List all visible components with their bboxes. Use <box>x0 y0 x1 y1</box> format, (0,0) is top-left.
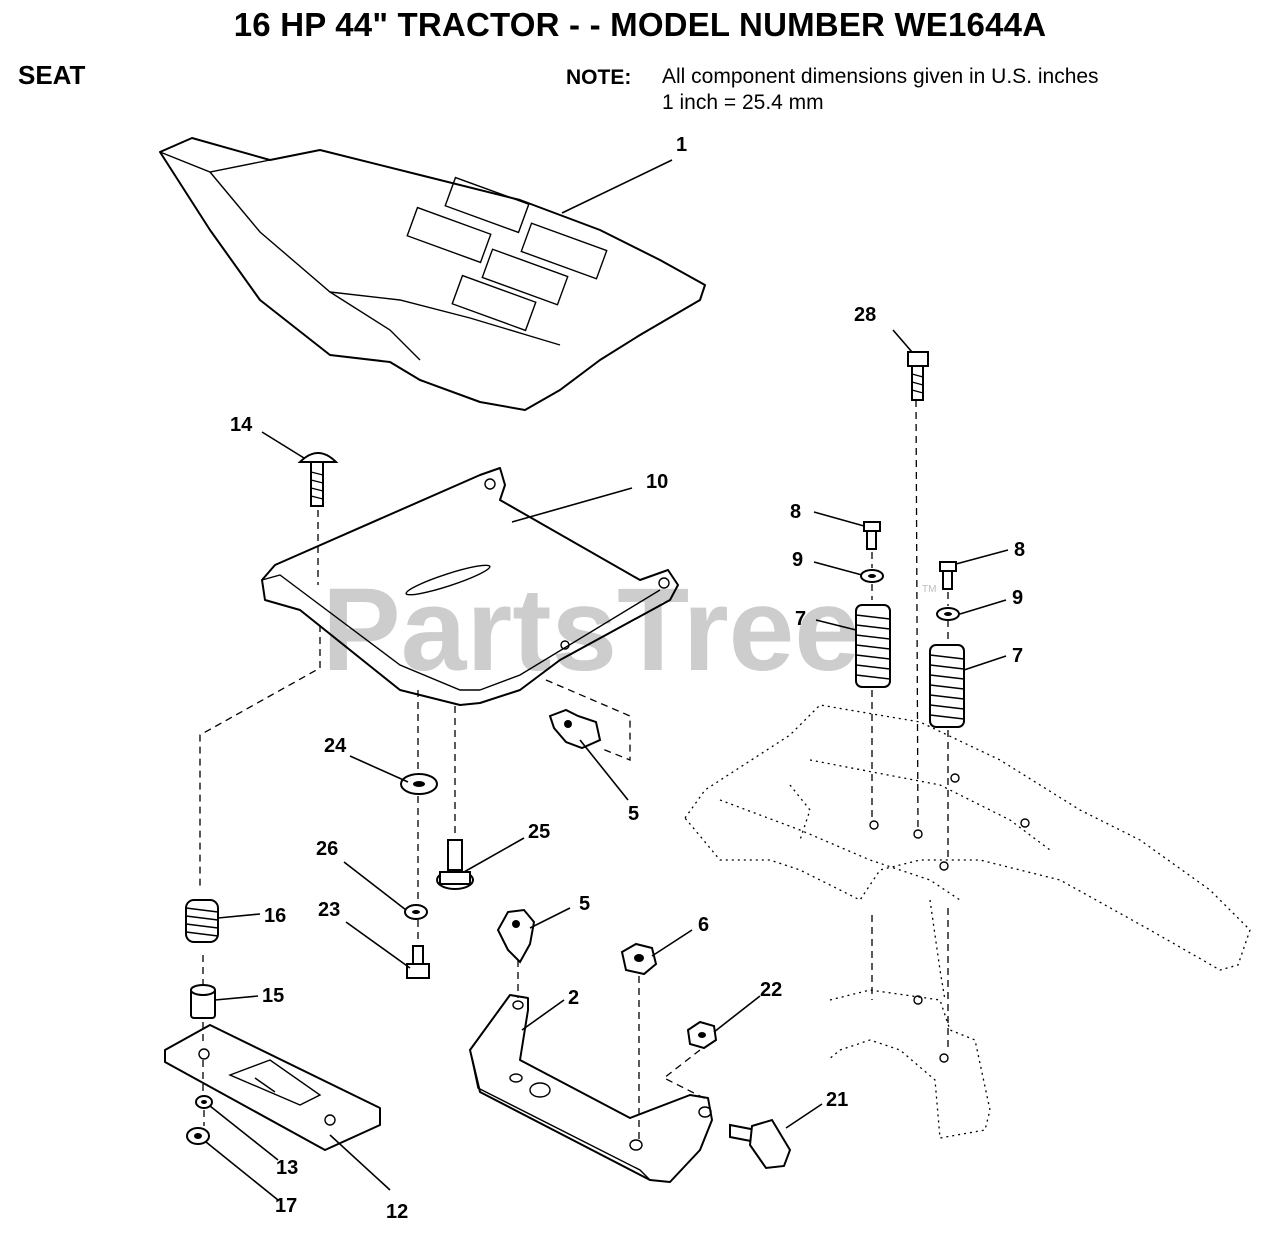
callout-23: 23 <box>318 899 340 921</box>
callout-26: 26 <box>316 838 338 860</box>
diagram-title: 16 HP 44" TRACTOR - - MODEL NUMBER WE164… <box>233 6 1047 43</box>
small-bolt-part-left[interactable] <box>863 521 881 550</box>
note-text-conversion: 1 inch = 25.4 mm <box>662 91 824 114</box>
lock-nut-part[interactable] <box>620 942 658 976</box>
callout-9-right: 9 <box>1012 587 1023 609</box>
callout-1: 1 <box>676 134 687 156</box>
small-bolt-part-right[interactable] <box>939 561 957 590</box>
callout-8-left: 8 <box>790 501 801 523</box>
note-label: NOTE: <box>566 66 632 89</box>
callout-28: 28 <box>854 304 876 326</box>
washer-part-left[interactable] <box>860 569 884 583</box>
callout-15: 15 <box>262 985 284 1007</box>
lock-washer-part[interactable] <box>404 904 428 920</box>
callout-12: 12 <box>386 1201 408 1223</box>
hex-nut-part[interactable] <box>686 1020 718 1050</box>
small-washer-part[interactable] <box>195 1095 213 1109</box>
assembly-lines <box>199 399 949 1140</box>
seat-part[interactable] <box>159 137 706 411</box>
fender-frame-reference <box>684 704 1251 1139</box>
leader-lines <box>205 159 1009 1201</box>
callout-24: 24 <box>324 735 347 757</box>
callout-8-right: 8 <box>1014 539 1025 561</box>
seat-bracket-part[interactable] <box>469 994 713 1183</box>
callout-6: 6 <box>698 914 709 936</box>
hex-bolt-long-part[interactable] <box>907 351 929 401</box>
flange-bolt-part[interactable] <box>729 1118 792 1170</box>
compression-spring-part[interactable] <box>185 899 219 943</box>
callout-7-right: 7 <box>1012 645 1023 667</box>
callout-9-left: 9 <box>792 549 803 571</box>
carriage-bolt-part[interactable] <box>297 452 339 507</box>
flange-nut-part[interactable] <box>186 1127 210 1145</box>
spring-part-left[interactable] <box>855 604 891 688</box>
adjuster-clip-part-lower[interactable] <box>496 908 536 964</box>
note-text-dimensions: All component dimensions given in U.S. i… <box>662 65 1099 88</box>
callout-14: 14 <box>230 414 253 436</box>
callout-22: 22 <box>760 979 782 1001</box>
section-label: SEAT <box>18 60 86 90</box>
flat-washer-part[interactable] <box>400 773 438 795</box>
seat-pan-part[interactable] <box>261 467 679 706</box>
callout-25: 25 <box>528 821 550 843</box>
spring-part-right[interactable] <box>929 644 965 728</box>
washer-part-right[interactable] <box>936 607 960 621</box>
callout-16: 16 <box>264 905 286 927</box>
adjuster-plate-part[interactable] <box>164 1024 381 1151</box>
watermark-tm: TM <box>922 584 936 595</box>
callout-17: 17 <box>275 1195 297 1217</box>
callout-21: 21 <box>826 1089 848 1111</box>
callout-5-upper: 5 <box>628 803 639 825</box>
hex-screw-part[interactable] <box>406 945 430 979</box>
callout-5-lower: 5 <box>579 893 590 915</box>
adjuster-clip-part-upper[interactable] <box>548 708 602 750</box>
watermark: PartsTree <box>322 564 860 696</box>
callout-2: 2 <box>568 987 579 1009</box>
bushing-part[interactable] <box>190 984 216 1019</box>
callout-7-left: 7 <box>795 608 806 630</box>
shoulder-bolt-part[interactable] <box>436 839 474 890</box>
callout-10: 10 <box>646 471 668 493</box>
callout-13: 13 <box>276 1157 298 1179</box>
